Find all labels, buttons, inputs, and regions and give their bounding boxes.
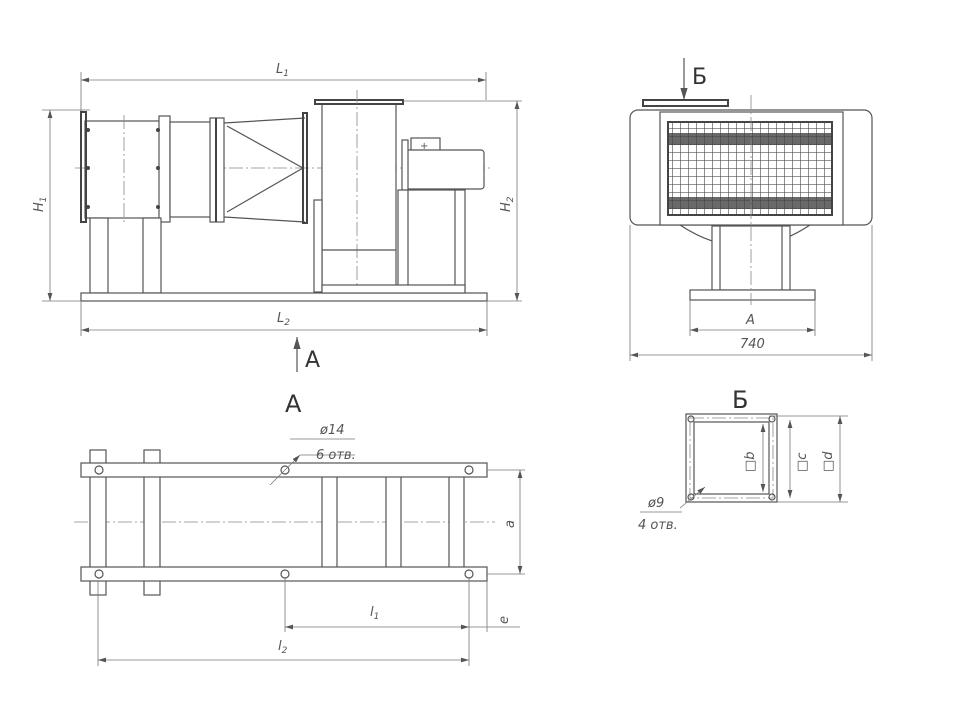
dim-A-label: A — [745, 313, 755, 328]
motor — [404, 149, 485, 190]
dim-c-label: □c — [795, 453, 810, 472]
svg-text:+: + — [420, 141, 428, 152]
flange-view-title: Б — [732, 386, 748, 414]
dim-H1-label: H1 — [32, 196, 49, 212]
view-arrow-B-label: Б — [692, 65, 707, 90]
dim-width-label: 740 — [740, 337, 765, 352]
plan-view-title: A — [285, 390, 302, 418]
base-plate — [80, 292, 488, 302]
dim-b-label: □b — [743, 451, 758, 472]
dim-L2-label: L2 — [277, 311, 290, 328]
dim-L1-label: L1 — [276, 62, 289, 79]
front-view: Б A 740 — [629, 58, 873, 361]
dim-H2-label: H2 — [499, 196, 516, 212]
dim-e-label: e — [497, 616, 512, 624]
flange-hole-count-label: 4 отв. — [638, 518, 678, 533]
hole-dia-label: ø14 — [319, 423, 345, 438]
rail-bottom — [80, 566, 488, 582]
dim-a-label: a — [503, 520, 518, 528]
dim-d-label: □d — [821, 451, 836, 472]
view-arrow-A-label: A — [305, 348, 320, 373]
duct-section — [169, 121, 213, 218]
rail-top — [80, 462, 488, 478]
plan-view: A ø14 6 отв. a l1 e l2 — [74, 390, 525, 666]
fan-housing — [321, 103, 397, 293]
dim-l1-label: l1 — [370, 605, 379, 622]
side-view: L1 + — [32, 62, 522, 373]
flange-hole-dia-label: ø9 — [647, 496, 664, 511]
hole-count-label: 6 отв. — [316, 448, 356, 463]
dim-l2-label: l2 — [278, 639, 288, 656]
flange-view: Б □b □c □d ø9 4 отв. — [638, 386, 848, 533]
